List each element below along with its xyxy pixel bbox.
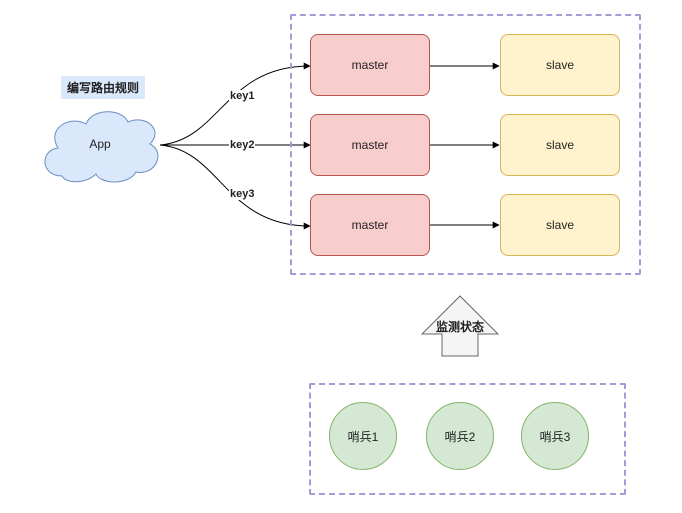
edge-key1 (159, 62, 311, 146)
app-cloud-shape (44, 111, 159, 183)
slave-node-3: slave (500, 194, 620, 256)
edge-label-key1: key1 (229, 90, 256, 102)
master-node-2: master (310, 114, 430, 176)
edge-key3 (159, 144, 311, 230)
slave-node-2: slave (500, 114, 620, 176)
edge-label-key2: key2 (229, 139, 256, 151)
sentinel-node-3: 哨兵3 (521, 402, 589, 470)
slave-node-1: slave (500, 34, 620, 96)
master-node-1: master (310, 34, 430, 96)
sentinel-node-2: 哨兵2 (426, 402, 494, 470)
route-rule-label: 编写路由规则 (61, 76, 146, 99)
edge-label-key3: key3 (229, 188, 256, 200)
monitor-arrow-shape (420, 295, 500, 357)
master-node-3: master (310, 194, 430, 256)
monitor-status-label: 监测状态 (435, 320, 484, 334)
sentinel-node-1: 哨兵1 (329, 402, 397, 470)
sentinel-group (309, 383, 626, 495)
app-label: App (89, 137, 111, 151)
redis-cluster-group (290, 14, 641, 275)
